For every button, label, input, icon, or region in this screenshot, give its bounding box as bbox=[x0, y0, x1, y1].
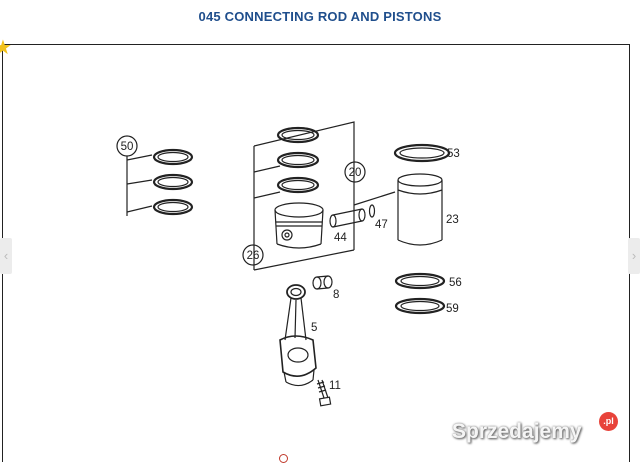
callout-5: 5 bbox=[311, 322, 317, 334]
callout-circle-26 bbox=[242, 244, 264, 266]
callout-47: 47 bbox=[375, 219, 388, 231]
callout-11: 11 bbox=[329, 380, 341, 392]
callout-56: 56 bbox=[449, 277, 462, 289]
watermark-badge: .pl bbox=[599, 412, 618, 431]
callout-44: 44 bbox=[334, 232, 347, 244]
callout-circle-20 bbox=[344, 161, 366, 183]
callout-26: 26 bbox=[247, 250, 260, 262]
star-icon[interactable]: ★ bbox=[0, 37, 12, 59]
ring-set-50: 50 bbox=[116, 135, 194, 216]
callout-23: 23 bbox=[446, 214, 459, 226]
watermark-text: Sprzedajemy bbox=[452, 420, 582, 443]
carousel-indicator[interactable] bbox=[279, 454, 288, 463]
chevron-right-icon[interactable]: › bbox=[628, 238, 640, 274]
connecting-rod: 5 bbox=[279, 284, 317, 387]
page-title: 045 CONNECTING ROD AND PISTONS bbox=[198, 9, 442, 24]
callout-53: 53 bbox=[447, 148, 460, 160]
callout-59: 59 bbox=[446, 303, 459, 315]
piston-pin: 44 47 bbox=[329, 204, 388, 244]
piston-assembly-bracket bbox=[253, 121, 396, 271]
piston bbox=[274, 202, 324, 249]
callout-8: 8 bbox=[333, 289, 339, 301]
bushing: 8 bbox=[312, 275, 339, 301]
callout-20: 20 bbox=[349, 167, 362, 179]
chevron-left-icon[interactable]: ‹ bbox=[0, 238, 12, 274]
callout-50: 50 bbox=[121, 141, 134, 153]
cylinder-liner: 53 23 56 59 bbox=[393, 143, 462, 315]
rod-bolt: 11 bbox=[316, 379, 341, 407]
